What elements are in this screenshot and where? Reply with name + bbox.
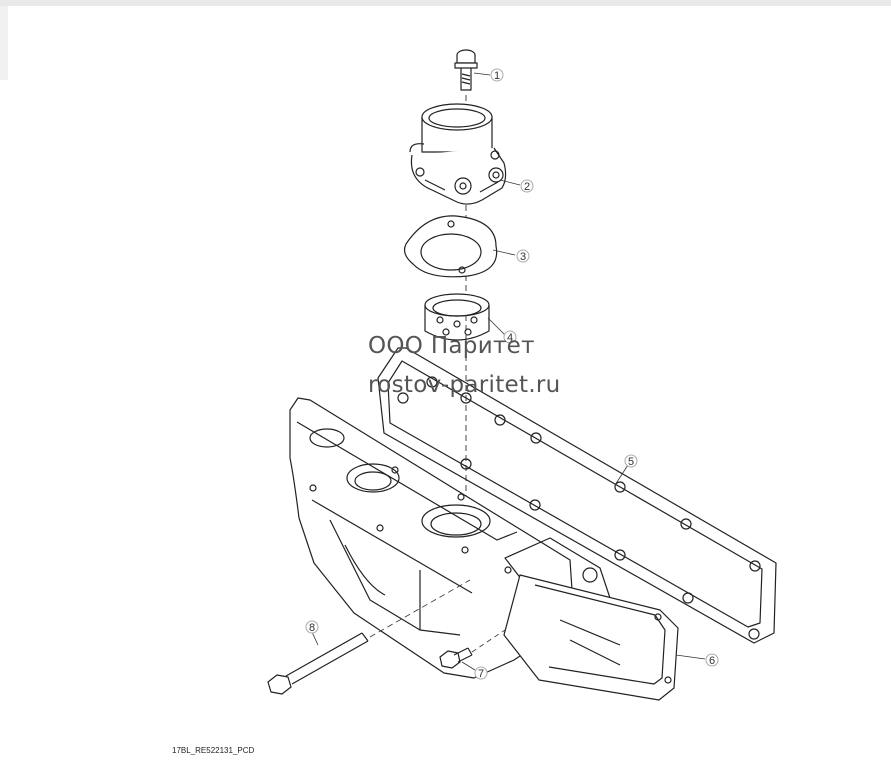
callout-3: 3 (520, 251, 526, 263)
part-4-thermostat (424, 293, 490, 341)
callout-4: 4 (507, 332, 513, 344)
top-scroll-bar (0, 0, 891, 6)
callout-markers: 1 2 3 4 5 6 7 8 (305, 68, 719, 680)
part-3-gasket (403, 215, 498, 278)
callout-8: 8 (309, 622, 315, 634)
callout-6: 6 (709, 655, 715, 667)
watermark-site: rostov-paritet.ru (368, 372, 561, 398)
callout-2: 2 (524, 181, 530, 193)
part-8-long-bolt (267, 579, 471, 695)
callout-1: 1 (494, 70, 500, 82)
watermark-company: ООО Паритет (368, 333, 535, 359)
part-5-manifold-gasket (377, 347, 777, 644)
part-1-bolt (454, 49, 478, 91)
part-2-thermostat-housing (409, 103, 507, 205)
figure-id-label: 17BL_RE522131_PCD (172, 746, 255, 755)
part-6-cover-plate (503, 574, 679, 701)
left-panel-edge (0, 6, 8, 80)
callout-5: 5 (628, 456, 634, 468)
part-7-bolt (439, 629, 506, 669)
callout-7: 7 (478, 668, 484, 680)
